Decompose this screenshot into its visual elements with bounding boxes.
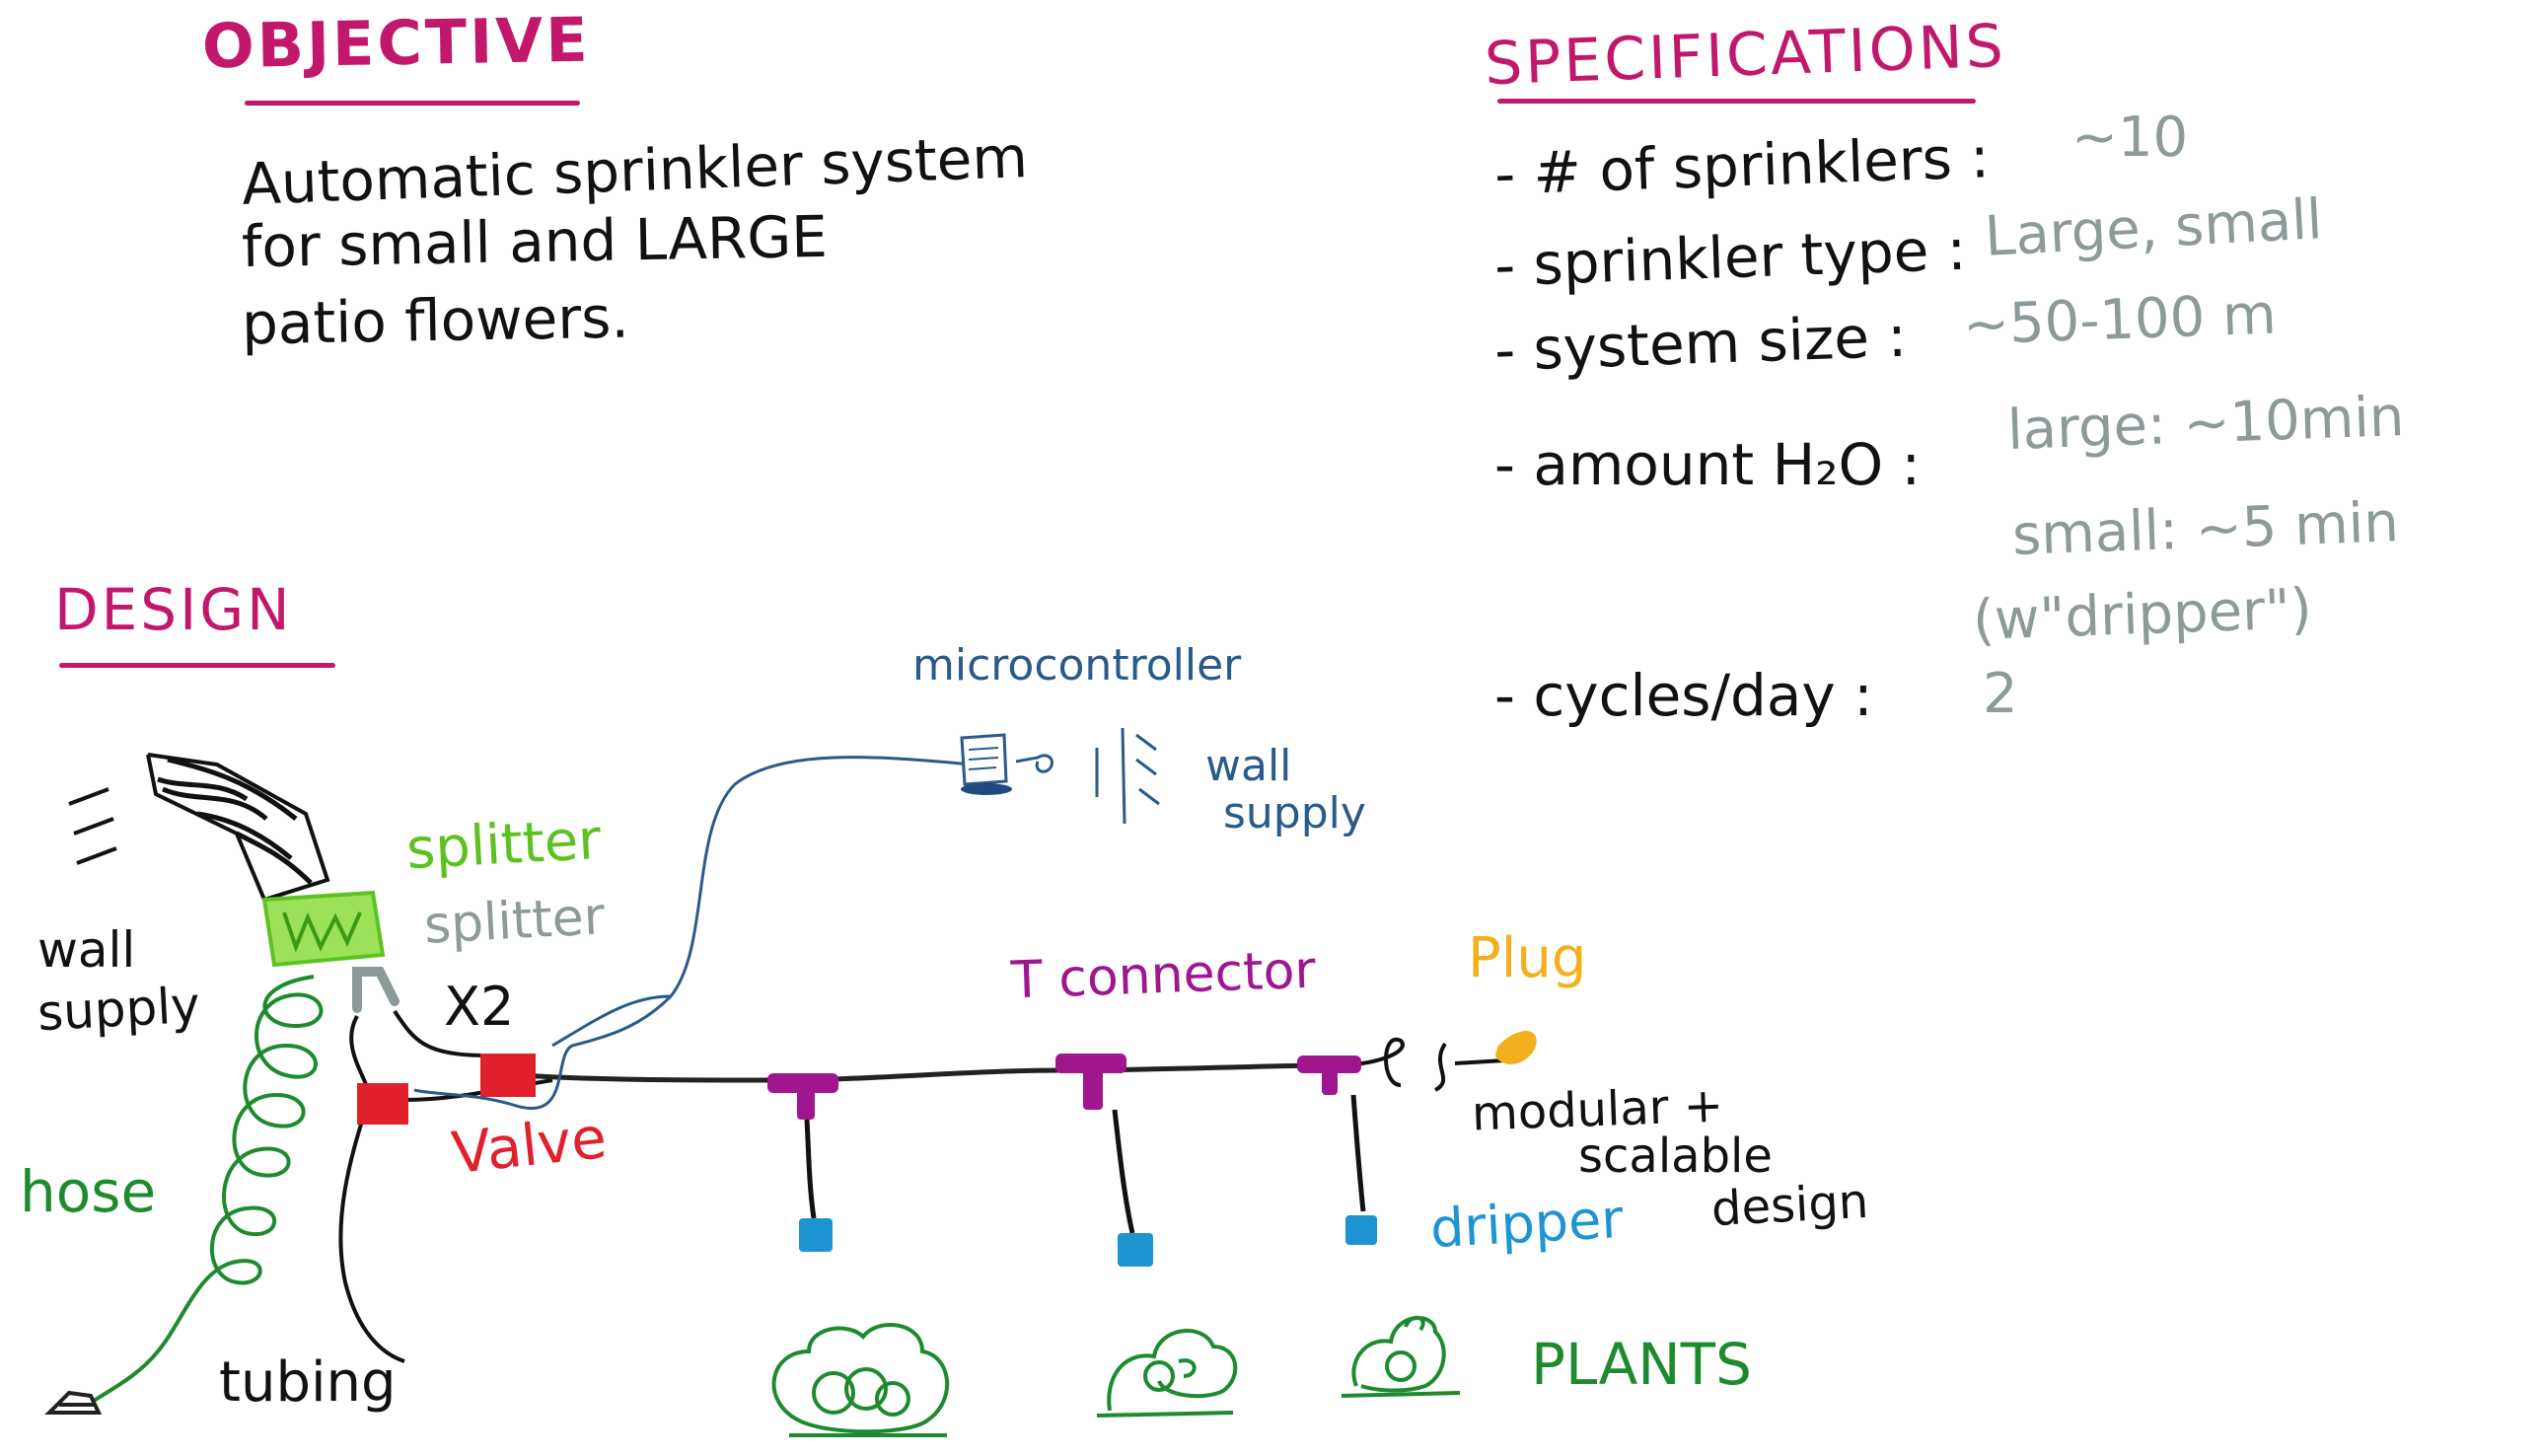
label-modular-3: design — [1709, 1173, 1870, 1238]
label-wall-supply-left-2: supply — [36, 976, 202, 1043]
microcontroller-wire — [413, 756, 973, 1110]
drop-line-1 — [804, 1119, 817, 1219]
dripper-1 — [799, 1218, 833, 1252]
main-line — [522, 1062, 1333, 1083]
label-hose: hose — [20, 1158, 157, 1225]
label-wall-supply-right-2: supply — [1223, 788, 1366, 838]
drop-line-2 — [1112, 1109, 1135, 1234]
valve-1 — [357, 1083, 408, 1125]
objective-line-3: patio flowers. — [241, 283, 630, 358]
objective-underline — [245, 101, 580, 106]
label-wall-supply-right-1: wall — [1205, 741, 1292, 791]
label-x2: X2 — [444, 976, 515, 1038]
design-heading: DESIGN — [54, 576, 293, 643]
dripper-2 — [1118, 1233, 1153, 1267]
drop-line-3 — [1350, 1094, 1366, 1212]
label-t-connector: T connector — [1010, 940, 1317, 1011]
label-splitter-green: splitter — [404, 807, 603, 883]
label-tubing: tubing — [219, 1350, 397, 1415]
plant-2-icon — [1096, 1329, 1238, 1418]
label-wall-supply-left-1: wall — [37, 921, 136, 979]
t-connector-2 — [1055, 1054, 1126, 1110]
wall-supply-faucet-icon — [68, 753, 330, 903]
label-dripper: dripper — [1428, 1187, 1625, 1261]
splitter-to-valve-line — [393, 1009, 489, 1057]
objective-heading: OBJECTIVE — [201, 3, 592, 83]
hose — [92, 975, 324, 1403]
splitter-gray-icon — [352, 967, 399, 1013]
t-connector-1 — [767, 1073, 838, 1120]
dripper-3 — [1345, 1215, 1377, 1245]
spec-label-size: - system size : — [1492, 302, 1908, 385]
wall-hatch-icon — [1095, 727, 1160, 825]
hose-end-icon — [44, 1390, 103, 1415]
design-underline — [59, 663, 335, 668]
t-connector-3 — [1297, 1056, 1361, 1095]
label-modular-2: scalable — [1578, 1128, 1773, 1184]
splitter-green-icon — [261, 890, 386, 968]
spec-label-cycles: - cycles/day : — [1494, 662, 1873, 729]
label-microcontroller: microcontroller — [912, 640, 1242, 691]
label-plug: Plug — [1468, 926, 1587, 990]
microcontroller-icon — [960, 733, 1053, 795]
spec-value-amount-note: (w"dripper") — [1971, 577, 2313, 653]
spec-label-amount: - amount H₂O : — [1494, 431, 1922, 498]
valve-2 — [480, 1054, 536, 1097]
plug-icon — [1494, 1031, 1537, 1064]
spec-value-amount-small: small: ~5 min — [2010, 490, 2400, 568]
tubing — [338, 1015, 405, 1363]
spec-value-size: ~50-100 m — [1961, 282, 2278, 358]
spec-value-sprinklers: ~10 — [2071, 106, 2189, 170]
label-plants: PLANTS — [1531, 1331, 1752, 1398]
plant-1-icon — [771, 1323, 950, 1437]
label-splitter-gray: splitter — [422, 887, 607, 956]
specifications-underline — [1497, 99, 1976, 104]
line-end-squiggle-icon — [1331, 1037, 1505, 1092]
plant-3-icon — [1341, 1315, 1461, 1398]
spec-value-cycles: 2 — [1983, 662, 2018, 726]
objective-line-2: for small and LARGE — [241, 202, 829, 281]
